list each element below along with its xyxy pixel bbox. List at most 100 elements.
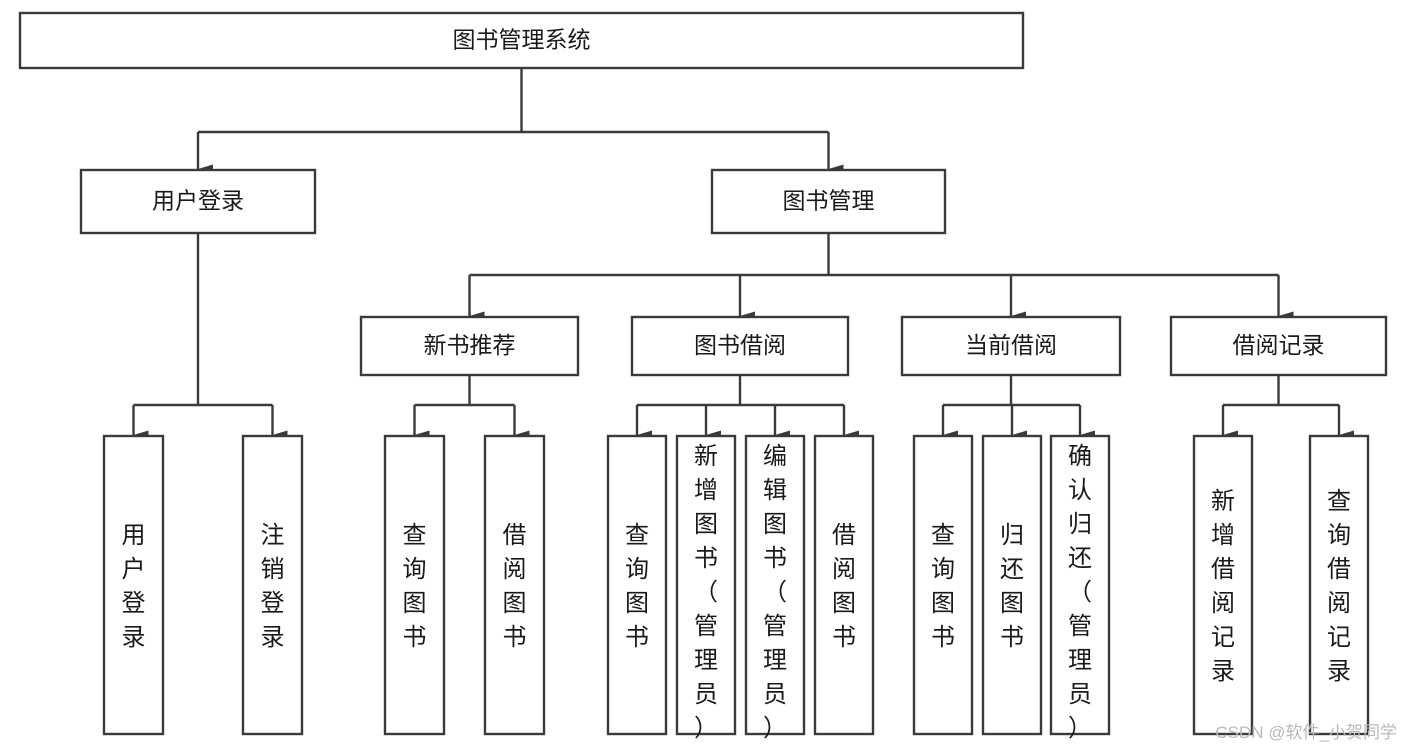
- node-label-char: 认: [1068, 477, 1092, 504]
- node-box-leaf-user-login: [102, 434, 165, 736]
- node-label-char: 员: [763, 681, 787, 708]
- node-label-char: 归: [1068, 511, 1092, 538]
- node-label-char: 确: [1068, 443, 1092, 470]
- node-label-char: 阅: [503, 556, 527, 583]
- node-label-char: 图: [694, 511, 718, 538]
- node-label-char: 图: [503, 590, 527, 617]
- node-leaf-add-record[interactable]: 新增借阅记录新增借阅记录: [1192, 434, 1254, 736]
- node-box-user-login: [79, 168, 317, 235]
- node-label-borrow-record: 借阅记录: [1233, 332, 1325, 358]
- node-book-borrow[interactable]: 图书借阅: [630, 315, 850, 377]
- node-label-char: 书: [403, 624, 427, 651]
- node-label-char: 管: [694, 613, 718, 640]
- node-label-char: 登: [122, 590, 146, 617]
- node-label-char: 借: [503, 522, 527, 549]
- node-label-char: 图: [1000, 590, 1024, 617]
- node-label-char: 图: [403, 590, 427, 617]
- node-box-current-borrow: [900, 315, 1122, 377]
- node-label-char: 记: [1327, 624, 1351, 651]
- node-label-root: 图书管理系统: [453, 27, 591, 53]
- node-box-leaf-borrow-book-rec: [483, 434, 546, 736]
- node-leaf-query-book-rec[interactable]: 查询图书查询图书: [383, 434, 446, 736]
- node-label-user-login: 用户登录: [152, 188, 244, 214]
- node-label-char: 借: [832, 522, 856, 549]
- node-label-char: 书: [625, 624, 649, 651]
- node-label-char: 阅: [1211, 590, 1235, 617]
- node-borrow-record[interactable]: 借阅记录: [1169, 315, 1388, 377]
- node-leaf-query-record[interactable]: 查询借阅记录查询借阅记录: [1308, 434, 1370, 736]
- node-label-char: 录: [1211, 658, 1235, 685]
- node-label-char: 录: [122, 624, 146, 651]
- node-label-char: 书: [763, 545, 787, 572]
- node-label-char: 书: [931, 624, 955, 651]
- node-label-book-manage: 图书管理: [783, 188, 875, 214]
- node-label-char: ）: [1068, 715, 1092, 742]
- node-label-char: 编: [763, 443, 787, 470]
- node-label-char: 员: [694, 681, 718, 708]
- node-label-char: 管: [1068, 613, 1092, 640]
- node-leaf-query-book-borrow[interactable]: 查询图书查询图书: [606, 434, 668, 736]
- node-label-current-borrow: 当前借阅: [965, 332, 1057, 358]
- node-leaf-query-book-cur[interactable]: 查询图书查询图书: [912, 434, 974, 736]
- node-box-leaf-query-book-cur: [912, 434, 974, 736]
- node-box-leaf-add-book: [675, 434, 737, 736]
- node-box-leaf-borrow-book: [813, 434, 875, 736]
- node-book-manage[interactable]: 图书管理: [710, 168, 947, 235]
- node-box-book-manage: [710, 168, 947, 235]
- node-label-char: （: [763, 579, 787, 606]
- node-label-char: 员: [1068, 681, 1092, 708]
- node-label-char: 还: [1000, 556, 1024, 583]
- node-label-char: 理: [763, 647, 787, 674]
- node-label-char: 书: [1000, 624, 1024, 651]
- node-label-char: 录: [1327, 658, 1351, 685]
- node-leaf-logout[interactable]: 注销登录注销登录: [241, 434, 304, 736]
- node-box-leaf-return-book: [981, 434, 1043, 736]
- node-box-leaf-logout: [241, 434, 304, 736]
- node-label-char: 书: [694, 545, 718, 572]
- node-label-char: 新: [1211, 488, 1235, 515]
- node-leaf-return-book[interactable]: 归还图书归还图书: [981, 434, 1043, 736]
- node-new-book-recommend[interactable]: 新书推荐: [359, 315, 580, 377]
- node-label-char: 管: [763, 613, 787, 640]
- node-layer: 图书管理系统用户登录图书管理新书推荐图书借阅当前借阅借阅记录用户登录用户登录注销…: [18, 11, 1388, 742]
- node-label-char: 用: [122, 522, 146, 549]
- node-label-char: 还: [1068, 545, 1092, 572]
- node-label-char: 户: [122, 556, 146, 583]
- node-label-char: 询: [625, 556, 649, 583]
- node-box-leaf-query-record: [1308, 434, 1370, 736]
- node-label-char: ）: [694, 715, 718, 742]
- node-box-leaf-confirm-return: [1049, 434, 1111, 736]
- node-label-char: 查: [625, 522, 649, 549]
- node-label-char: 新: [694, 443, 718, 470]
- node-label-char: 辑: [763, 477, 787, 504]
- node-leaf-borrow-book-rec[interactable]: 借阅图书借阅图书: [483, 434, 546, 736]
- node-label-char: 书: [503, 624, 527, 651]
- node-current-borrow[interactable]: 当前借阅: [900, 315, 1122, 377]
- node-label-char: 图: [931, 590, 955, 617]
- node-leaf-borrow-book[interactable]: 借阅图书借阅图书: [813, 434, 875, 736]
- node-label-char: 查: [931, 522, 955, 549]
- node-label-char: 借: [1211, 556, 1235, 583]
- node-label-char: 图: [832, 590, 856, 617]
- node-label-book-borrow: 图书借阅: [694, 332, 786, 358]
- node-box-leaf-query-book-borrow: [606, 434, 668, 736]
- connector-layer: [132, 68, 1354, 440]
- node-label-char: 书: [832, 624, 856, 651]
- csdn-watermark: CSDN @软件_小贺同学: [1215, 723, 1397, 742]
- node-label-char: 理: [1068, 647, 1092, 674]
- node-root[interactable]: 图书管理系统: [18, 11, 1025, 70]
- node-leaf-user-login[interactable]: 用户登录用户登录: [102, 434, 165, 736]
- node-label-char: 记: [1211, 624, 1235, 651]
- node-label-char: 询: [1327, 522, 1351, 549]
- node-label-char: 录: [261, 624, 285, 651]
- node-label-char: 图: [763, 511, 787, 538]
- node-label-char: 图: [625, 590, 649, 617]
- node-user-login[interactable]: 用户登录: [79, 168, 317, 235]
- node-label-char: ）: [763, 715, 787, 742]
- node-box-root: [18, 11, 1025, 70]
- node-label-char: （: [1068, 579, 1092, 606]
